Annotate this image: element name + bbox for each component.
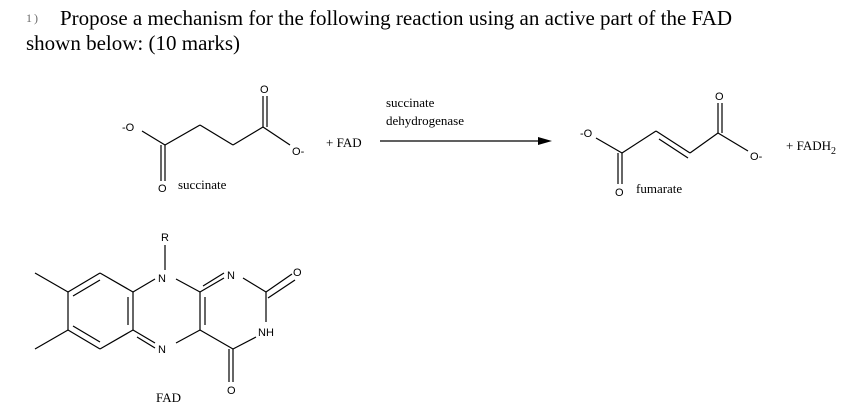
fad-r-group: R bbox=[161, 232, 169, 244]
bond bbox=[267, 279, 296, 299]
bond bbox=[132, 329, 156, 344]
bond bbox=[595, 137, 623, 154]
succinate-label: succinate bbox=[178, 177, 227, 192]
bond bbox=[262, 126, 291, 146]
succinate-carbonyl-oxygen-top: O bbox=[260, 84, 269, 96]
fad-c4-oxygen: O bbox=[227, 385, 236, 397]
bond bbox=[34, 329, 69, 350]
enzyme-label-line-1: succinate bbox=[386, 95, 435, 110]
fumarate-label: fumarate bbox=[636, 181, 682, 196]
question-text: 1) Propose a mechanism for the following … bbox=[26, 6, 856, 56]
bond bbox=[717, 132, 749, 152]
bond bbox=[99, 329, 134, 350]
byproduct-fadh2: + FADH2 bbox=[786, 138, 836, 157]
succinate-oxide-left: -O bbox=[122, 122, 135, 134]
fumarate-carbonyl-oxygen-top: O bbox=[715, 91, 724, 103]
bond bbox=[658, 138, 689, 159]
bond bbox=[175, 278, 201, 293]
bond bbox=[242, 277, 267, 293]
bond bbox=[199, 329, 234, 350]
bond bbox=[621, 130, 657, 154]
bond bbox=[67, 272, 101, 293]
question-line-1: 1) Propose a mechanism for the following … bbox=[26, 6, 856, 31]
question-line-1-text: Propose a mechanism for the following re… bbox=[60, 6, 733, 30]
enzyme-label-line-2: dehydrogenase bbox=[386, 113, 464, 128]
bond bbox=[99, 272, 134, 293]
bond bbox=[141, 130, 166, 146]
fumarate-oxide-left: -O bbox=[580, 128, 593, 140]
bond bbox=[175, 329, 201, 344]
question-line-2: shown below: (10 marks) bbox=[26, 31, 241, 55]
succinate-oxide-right: O- bbox=[292, 146, 305, 158]
bond bbox=[136, 336, 156, 349]
bond bbox=[265, 273, 293, 293]
arrow-head-icon bbox=[538, 137, 552, 145]
bond bbox=[232, 126, 264, 146]
fumarate-oxide-right: O- bbox=[750, 151, 763, 163]
fumarate-carbonyl-oxygen: O bbox=[615, 187, 624, 199]
bond bbox=[202, 272, 225, 287]
fad-n10: N bbox=[158, 273, 166, 285]
fad-n3-h: NH bbox=[258, 327, 274, 339]
bond bbox=[655, 130, 691, 154]
bond bbox=[199, 277, 225, 293]
bond bbox=[72, 279, 101, 297]
question-number: 1) bbox=[26, 11, 40, 25]
bond bbox=[132, 278, 156, 293]
fad-label: FAD bbox=[156, 390, 181, 405]
bond bbox=[199, 124, 234, 146]
bond bbox=[232, 336, 257, 350]
fad-structure: R N N N NH O O FAD bbox=[34, 232, 302, 405]
fad-n5: N bbox=[158, 344, 166, 356]
fumarate-structure: -O O O O- fumarate bbox=[580, 91, 763, 199]
fad-n1: N bbox=[227, 270, 235, 282]
bond bbox=[67, 329, 101, 350]
succinate-structure: -O O O O- succinate bbox=[122, 84, 305, 195]
bond bbox=[689, 132, 719, 154]
bond bbox=[34, 272, 69, 293]
bond bbox=[72, 325, 101, 343]
reagent-fad: + FAD bbox=[326, 135, 362, 150]
succinate-carbonyl-oxygen: O bbox=[158, 183, 167, 195]
bond bbox=[164, 124, 201, 146]
fad-c2-oxygen: O bbox=[293, 267, 302, 279]
